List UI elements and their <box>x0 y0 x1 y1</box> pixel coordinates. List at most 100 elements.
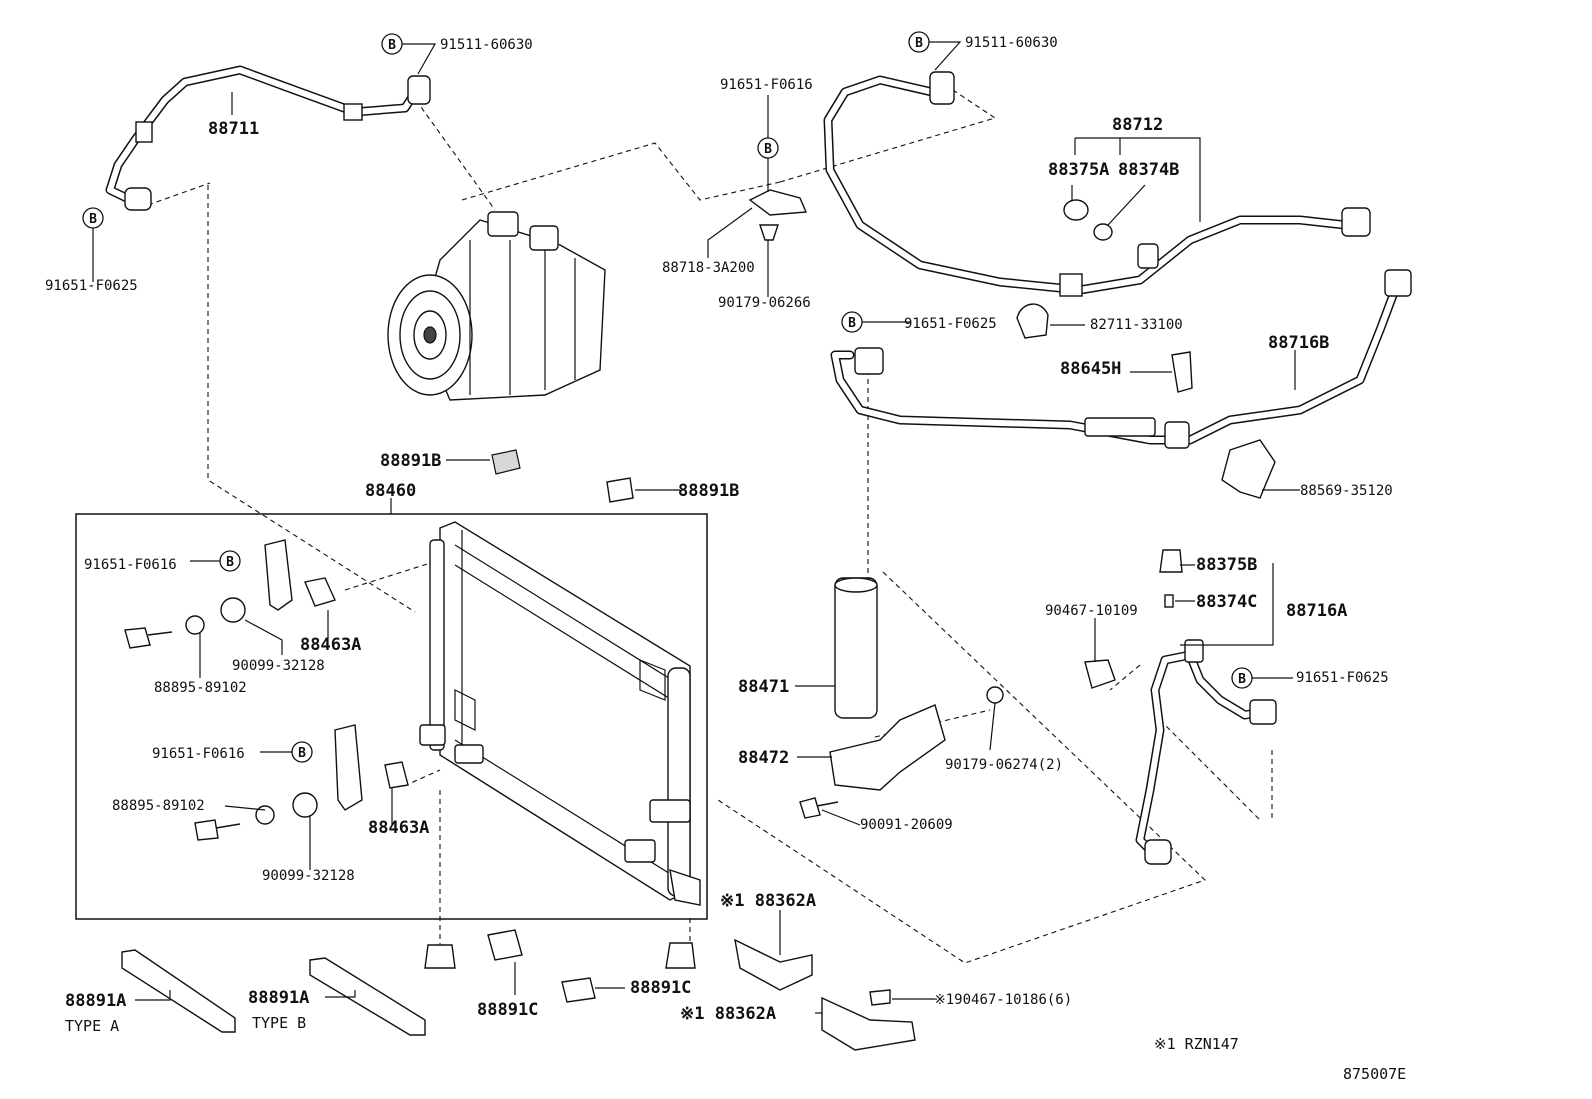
label-88463A-b: 88463A <box>368 818 429 838</box>
label-90467-10186: ※190467-10186(6) <box>934 992 1072 1008</box>
bolt-icon <box>869 989 891 1006</box>
rubber-block-icon <box>606 477 634 503</box>
grommet-icon <box>220 597 246 623</box>
label-88362A-a: ※1 88362A <box>720 891 816 911</box>
hose-sleeve-icon <box>1084 417 1156 437</box>
label-88569-35120: 88569-35120 <box>1300 483 1393 499</box>
b-marker-icon <box>1231 667 1253 689</box>
svg-text:B: B <box>764 142 772 157</box>
label-88891C-a: 88891C <box>477 1000 538 1020</box>
label-82711-33100: 82711-33100 <box>1090 317 1183 333</box>
label-88374C: 88374C <box>1196 592 1257 612</box>
valve-core-icon <box>1164 594 1174 608</box>
bolt-icon <box>194 819 241 841</box>
fitting-88712-nut-icon <box>1341 207 1371 237</box>
nut-icon <box>986 686 1004 704</box>
sleeve-icon <box>135 121 153 143</box>
svg-text:B: B <box>298 746 306 761</box>
svg-text:B: B <box>1238 672 1246 687</box>
pipe-88716B <box>830 269 1412 449</box>
label-88463A-a: 88463A <box>300 635 361 655</box>
valve-core-icon <box>1093 223 1113 241</box>
label-90099-32128-a: 90099-32128 <box>232 658 325 674</box>
grommet-icon <box>292 792 318 818</box>
label-91651-F0625-b: 91651-F0625 <box>904 316 997 332</box>
fitting-88716B-nut-icon <box>1384 269 1412 297</box>
label-91651-F0616-b: 91651-F0616 <box>152 746 245 762</box>
clip-icon <box>759 224 779 241</box>
svg-text:B: B <box>388 38 396 53</box>
label-88472: 88472 <box>738 748 789 768</box>
label-type-a: TYPE A <box>65 1017 119 1035</box>
b-marker-icon <box>291 741 313 763</box>
leader-lines <box>92 41 1300 1014</box>
label-88895-89102-b: 88895-89102 <box>112 798 205 814</box>
valve-cap-icon <box>1159 549 1183 573</box>
figure-code: 875007E <box>1343 1065 1406 1083</box>
label-91651-F0616-a: 91651-F0616 <box>84 557 177 573</box>
label-90467-10109: 90467-10109 <box>1045 603 1138 619</box>
b-marker-icon <box>757 137 779 159</box>
pipe-clamp-icon <box>748 189 808 216</box>
spacer-type-a-icon <box>121 949 236 1033</box>
label-88471: 88471 <box>738 677 789 697</box>
parts-icons <box>121 189 1276 1051</box>
part-labels: 91511-60630 91511-60630 88711 91651-F062… <box>45 35 1406 1083</box>
b-marker-icon <box>82 207 104 229</box>
label-88891A-b: 88891A <box>248 988 309 1008</box>
label-91511-60630-a: 91511-60630 <box>440 37 533 53</box>
sleeve-icon <box>1059 273 1083 297</box>
fitting-88711-compressor-icon <box>407 75 431 105</box>
label-90179-06274: 90179-06274(2) <box>945 757 1063 773</box>
condenser-icon <box>419 521 701 906</box>
label-88716A: 88716A <box>1286 601 1347 621</box>
push-clip-icon <box>665 942 696 969</box>
b-marker-icon <box>841 311 863 333</box>
label-88460: 88460 <box>365 481 416 501</box>
label-type-b: TYPE B <box>252 1014 306 1032</box>
bracket-icon <box>334 724 363 811</box>
fitting-88716A-end-icon <box>1144 839 1172 865</box>
clamp-icon <box>1084 659 1116 689</box>
svg-text:B: B <box>89 212 97 227</box>
push-clip-icon <box>424 944 456 969</box>
label-90099-32128-b: 90099-32128 <box>262 868 355 884</box>
label-88362A-b: ※1 88362A <box>680 1004 776 1024</box>
tee-fitting-icon <box>1164 421 1190 449</box>
label-88891A: 88891A <box>65 991 126 1011</box>
service-valve-icon <box>1184 639 1204 663</box>
spacer-type-b-icon <box>309 957 426 1036</box>
pipe-88711 <box>105 65 431 211</box>
label-91511-60630-b: 91511-60630 <box>965 35 1058 51</box>
clip-icon <box>384 761 409 789</box>
bolt-icon <box>124 627 173 649</box>
valve-cap-icon <box>1063 199 1089 221</box>
pressure-switch-icon <box>1171 351 1193 393</box>
dryer-bracket-icon <box>829 704 946 791</box>
label-88891C-b: 88891C <box>630 978 691 998</box>
svg-text:B: B <box>848 316 856 331</box>
label-88718-3A200: 88718-3A200 <box>662 260 755 276</box>
fitting-88712-end-icon <box>929 71 955 105</box>
bracket-88569-icon <box>1221 439 1276 499</box>
label-88716B: 88716B <box>1268 333 1329 353</box>
svg-text:B: B <box>226 555 234 570</box>
label-91651-F0625-a: 91651-F0625 <box>45 278 138 294</box>
service-valve-icon <box>1137 243 1159 269</box>
label-91651-F0625-c: 91651-F0625 <box>1296 670 1389 686</box>
label-88891B-a: 88891B <box>380 451 441 471</box>
label-88895-89102-a: 88895-89102 <box>154 680 247 696</box>
bracket-icon <box>264 539 293 611</box>
label-88375B: 88375B <box>1196 555 1257 575</box>
fitting-88716A-bracket-icon <box>1249 699 1277 725</box>
receiver-dryer-icon <box>834 577 878 719</box>
sleeve-icon <box>343 103 363 121</box>
washer-icon <box>255 805 275 825</box>
bracket-88362A-icon <box>734 938 813 991</box>
label-90179-06266: 90179-06266 <box>718 295 811 311</box>
clip-icon <box>304 577 336 607</box>
b-marker-icon <box>381 33 403 55</box>
label-88375A: 88375A <box>1048 160 1109 180</box>
washer-icon <box>185 615 205 635</box>
